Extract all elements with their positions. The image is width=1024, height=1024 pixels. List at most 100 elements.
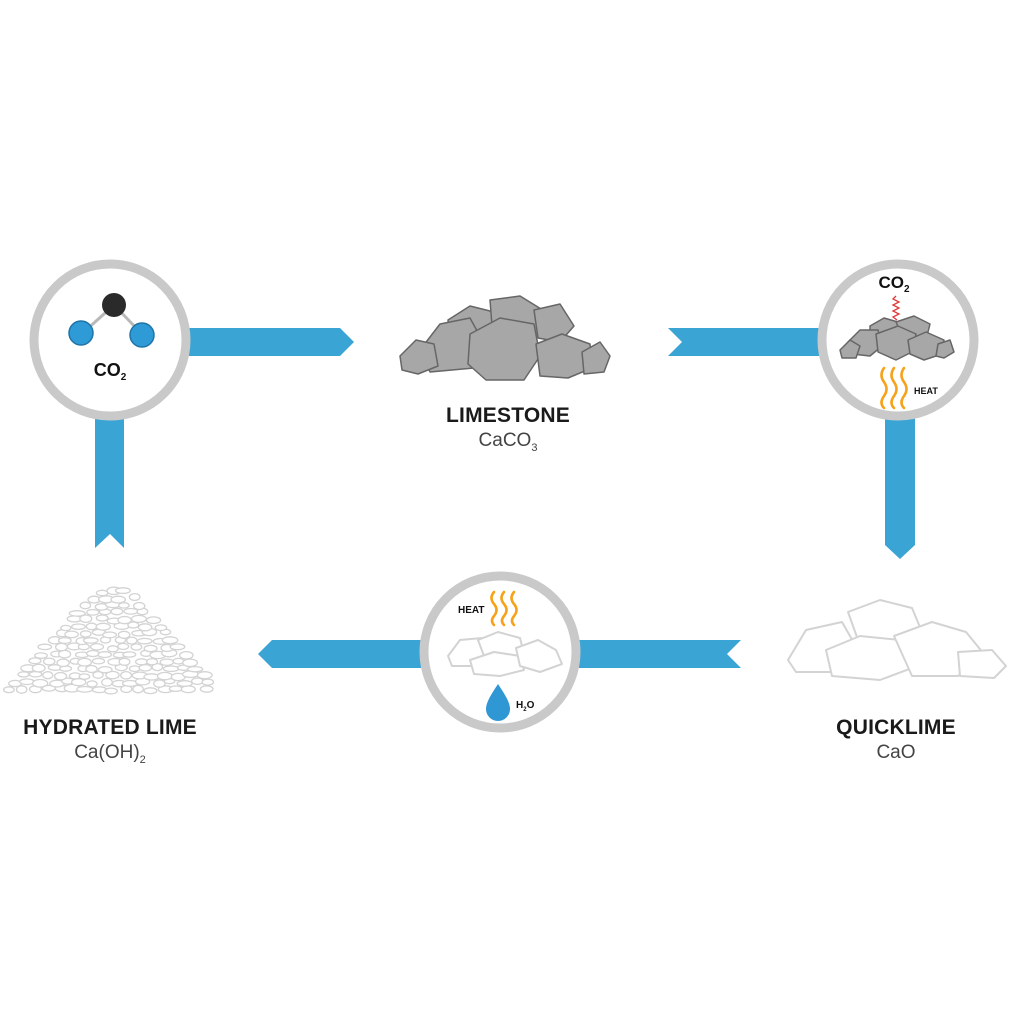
powder-pebble (118, 602, 130, 609)
hydrated-lime-pile-icon (2, 586, 215, 695)
water-molecule-label: H2O (516, 700, 535, 713)
powder-pebble (77, 657, 93, 667)
powder-pebble (60, 624, 72, 632)
powder-pebble (156, 671, 173, 681)
powder-pebble (70, 623, 86, 631)
calcination-circle: CO2 HEAT (817, 259, 979, 421)
hydrated-lime-formula: Ca(OH)2 (74, 742, 146, 766)
powder-pebble (117, 642, 130, 651)
powder-pebble (54, 642, 69, 652)
powder-pebble (153, 679, 166, 688)
powder-pebble (161, 636, 179, 645)
powder-pebble (86, 680, 98, 688)
powder-pebble (104, 687, 118, 695)
heated-rocks-icon (839, 315, 955, 361)
powder-pebble (138, 663, 153, 672)
powder-pebble (132, 684, 144, 694)
powder-pebble (97, 665, 113, 674)
powder-pebble (128, 665, 141, 673)
powder-pebble (57, 636, 72, 645)
limestone-name: LIMESTONE (446, 404, 570, 427)
powder-pebble (127, 621, 140, 629)
powder-pebble (110, 607, 124, 616)
powder-pebble (196, 671, 213, 680)
powder-pebble (86, 608, 100, 616)
powder-pebble (137, 623, 153, 632)
hydrated-lime-label: HYDRATED LIME Ca(OH)2 (0, 716, 230, 766)
quicklime-formula: CaO (876, 742, 916, 763)
powder-pebble (85, 622, 98, 631)
limestone-rocks-icon (399, 295, 611, 381)
powder-pebble (95, 622, 111, 631)
powder-pebble (145, 616, 162, 625)
quicklime-label: QUICKLIME CaO (776, 716, 1016, 766)
powder-pebble (120, 670, 133, 680)
oxygen-atom-icon (68, 320, 94, 346)
powder-pebble (34, 652, 48, 659)
heat-waves-icon (880, 366, 908, 410)
arrow-limestone-to-calcination (668, 328, 825, 356)
powder-pebble (91, 657, 106, 665)
powder-pebble (101, 677, 113, 687)
limestone-formula: CaCO3 (478, 430, 538, 454)
powder-pebble (143, 644, 158, 653)
carbon-atom-icon (102, 293, 126, 317)
co2-release-label: CO2 (878, 273, 910, 295)
powder-pebble (114, 587, 131, 595)
powder-pebble (132, 601, 146, 611)
powder-pebble (136, 637, 153, 645)
powder-pebble (182, 658, 199, 668)
powder-pebble (122, 651, 137, 658)
powder-pebble (117, 615, 132, 625)
powder-pebble (134, 658, 149, 666)
powder-pebble (82, 637, 99, 644)
limestone-label: LIMESTONE CaCO3 (388, 404, 628, 454)
powder-pebble (85, 664, 98, 674)
powder-pebble (79, 601, 92, 610)
arrow-co2-to-limestone (150, 328, 354, 356)
water-drop-icon (486, 684, 510, 721)
powder-pebble (78, 673, 91, 680)
quicklime-chunks-icon (447, 631, 563, 677)
powder-pebble (146, 657, 159, 666)
powder-pebble (128, 592, 141, 602)
powder-pebble (17, 671, 30, 678)
hydrated-lime-name: HYDRATED LIME (23, 716, 197, 739)
powder-pebble (178, 650, 194, 660)
co2-release-squiggle-icon (891, 295, 901, 321)
powder-pebble (97, 651, 113, 659)
powder-pebble (117, 630, 131, 639)
arrow-calcination-to-quicklime (885, 390, 915, 559)
quicklime-name: QUICKLIME (836, 716, 956, 739)
powder-pebble (37, 643, 53, 651)
powder-pebble (95, 614, 109, 622)
powder-pebble (169, 643, 186, 651)
powder-pebble (130, 614, 147, 624)
powder-pebble (106, 645, 119, 653)
powder-pebble (186, 665, 204, 673)
powder-pebble (89, 642, 105, 651)
powder-pebble (159, 658, 175, 667)
powder-pebble (42, 671, 54, 680)
arrow-hydration-to-hydrated-lime (258, 640, 470, 668)
powder-pebble (56, 658, 70, 668)
powder-pebble (168, 685, 183, 693)
powder-pebble (154, 624, 168, 632)
arrow-hydrated-lime-to-co2 (95, 390, 124, 548)
powder-pebble (201, 678, 215, 686)
powder-pebble (2, 686, 15, 694)
co2-absorption-circle: CO2 (29, 259, 191, 421)
powder-pebble (53, 671, 68, 681)
powder-pebble (118, 657, 131, 666)
arrow-quicklime-to-hydration (560, 640, 741, 668)
powder-pebble (126, 636, 138, 645)
powder-pebble (28, 657, 42, 665)
quicklime-rocks-icon (787, 599, 1007, 681)
powder-pebble (31, 678, 49, 688)
powder-pebble (79, 614, 93, 624)
co2-molecule-label: CO2 (94, 360, 127, 383)
oxygen-atom-icon (129, 322, 155, 348)
powder-pebble (176, 680, 193, 687)
heat-label: HEAT (914, 386, 938, 396)
